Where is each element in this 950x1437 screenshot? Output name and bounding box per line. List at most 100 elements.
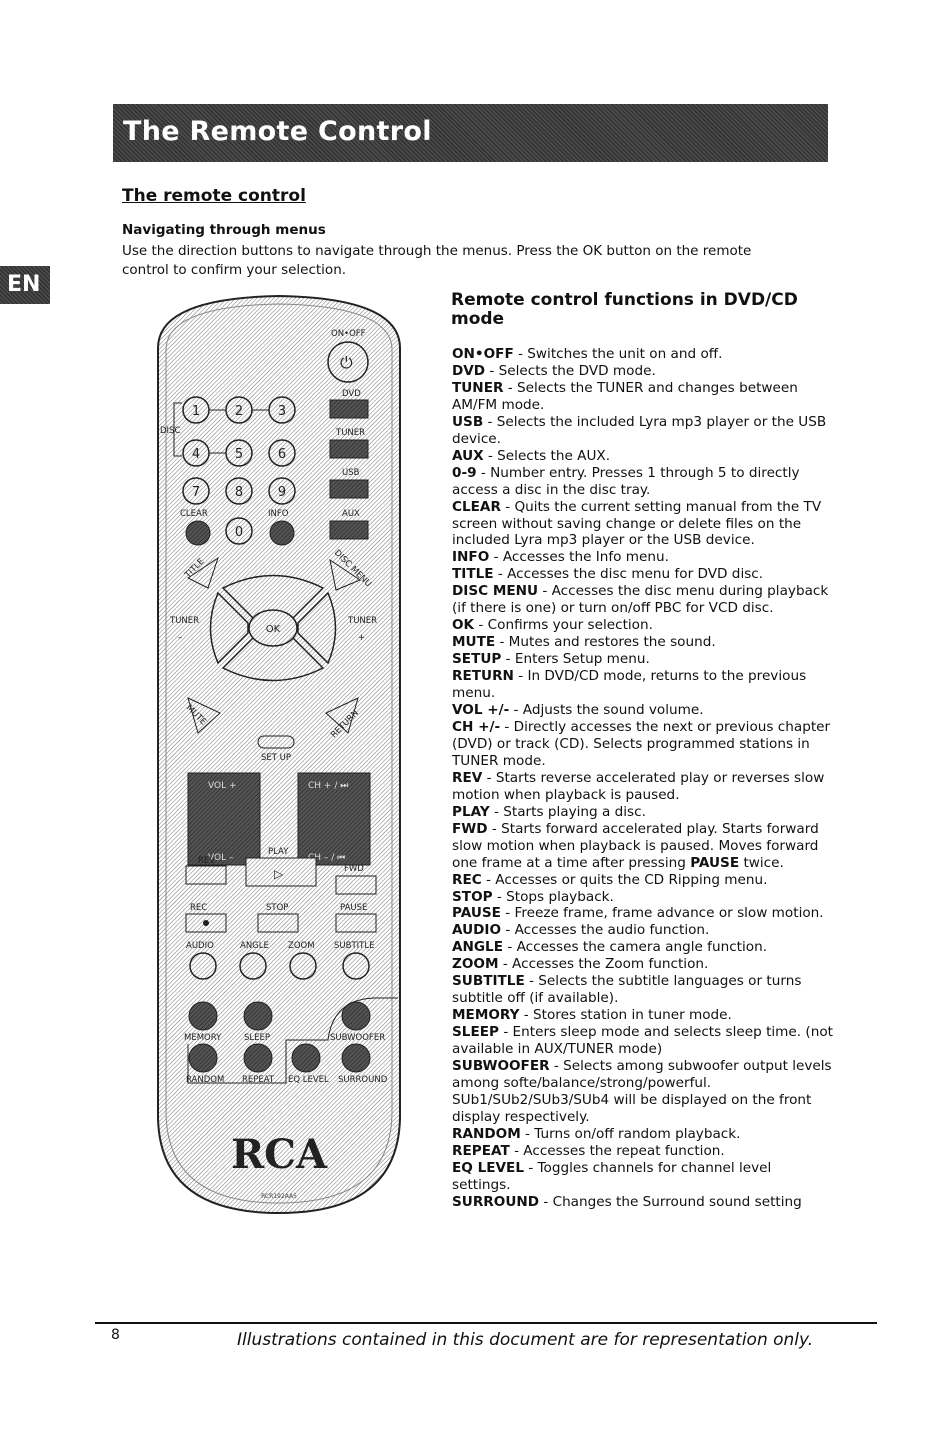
surround-button <box>341 1043 371 1073</box>
fwd-button <box>335 875 377 895</box>
label-rec: REC <box>190 903 207 913</box>
function-key: REV <box>452 769 483 786</box>
audio-button <box>189 952 217 980</box>
key-0: 0 <box>235 525 243 540</box>
function-desc: - Enters Setup menu. <box>501 651 650 668</box>
functions-list: ON•OFF - Switches the unit on and off.DV… <box>452 346 834 1211</box>
function-item: AUX - Selects the AUX. <box>452 448 834 465</box>
label-tuner: TUNER <box>335 428 365 438</box>
page-number: 8 <box>111 1327 120 1343</box>
function-key: AUDIO <box>452 922 502 939</box>
tuner-button <box>329 439 369 459</box>
label-ch-plus: CH + / ⏭ <box>308 781 348 791</box>
mute-button <box>187 697 221 734</box>
function-key: DISC MENU <box>452 583 539 600</box>
ok-label: OK <box>266 624 281 635</box>
function-key: STOP <box>452 888 493 905</box>
function-key: SUBWOOFER <box>452 1058 550 1075</box>
function-key: TUNER <box>452 379 504 396</box>
brand-logo: RCA <box>231 1131 328 1178</box>
subtitle-button <box>342 952 370 980</box>
function-item: VOL +/- - Adjusts the sound volume. <box>452 702 834 719</box>
function-desc: - Accesses the disc menu for DVD disc. <box>493 566 764 583</box>
label-audio: AUDIO <box>186 941 214 951</box>
function-desc: twice. <box>739 854 784 871</box>
language-label: EN <box>7 272 41 297</box>
label-eq-level: EQ LEVEL <box>288 1075 329 1085</box>
function-key: RANDOM <box>452 1125 521 1142</box>
function-item: PAUSE - Freeze frame, frame advance or s… <box>452 905 834 922</box>
function-item: ON•OFF - Switches the unit on and off. <box>452 346 834 363</box>
label-subtitle: SUBTITLE <box>334 941 374 951</box>
function-desc: - Accesses the camera angle function. <box>503 939 768 956</box>
function-desc: - Selects the AUX. <box>483 447 611 464</box>
key-9: 9 <box>278 485 286 500</box>
function-desc: - Stores station in tuner mode. <box>519 1007 732 1024</box>
function-key: 0-9 <box>452 464 477 481</box>
function-item: REC - Accesses or quits the CD Ripping m… <box>452 872 834 889</box>
channel-rocker <box>297 772 371 866</box>
function-desc: - Selects the TUNER and changes between … <box>452 379 798 413</box>
function-desc: - Accesses or quits the CD Ripping menu. <box>481 871 768 888</box>
function-desc: - In DVD/CD mode, returns to the previou… <box>452 668 807 702</box>
key-3: 3 <box>278 404 286 419</box>
sleep-button <box>243 1001 273 1031</box>
label-stop: STOP <box>266 903 288 913</box>
function-desc: - Selects the DVD mode. <box>485 362 656 379</box>
function-key: SETUP <box>452 651 502 668</box>
label-info: INFO <box>268 509 289 519</box>
function-key: REPEAT <box>452 1142 510 1159</box>
function-item: SUBWOOFER - Selects among subwoofer outp… <box>452 1058 834 1126</box>
function-key: ON•OFF <box>452 346 514 362</box>
function-key: ZOOM <box>452 956 499 973</box>
key-6: 6 <box>278 447 286 462</box>
function-desc: - Selects among subwoofer output levels … <box>452 1058 832 1125</box>
function-desc: - Number entry. Presses 1 through 5 to d… <box>452 464 800 498</box>
function-item: SURROUND - Changes the Surround sound se… <box>452 1194 834 1211</box>
function-desc: - Starts playing a disc. <box>489 803 646 820</box>
function-key: PAUSE <box>690 854 740 871</box>
function-desc: - Enters sleep mode and selects sleep ti… <box>452 1024 833 1058</box>
function-item: CH +/- - Directly accesses the next or p… <box>452 719 834 770</box>
function-key: VOL +/- <box>452 702 510 719</box>
number-pad <box>182 396 296 545</box>
function-desc: - Accesses the disc menu during playback… <box>452 583 829 617</box>
function-item: DISC MENU - Accesses the disc menu durin… <box>452 583 834 617</box>
function-desc: - Mutes and restores the sound. <box>495 634 716 651</box>
function-key: ANGLE <box>452 939 504 956</box>
function-desc: - Quits the current setting manual from … <box>452 498 822 549</box>
random-button <box>188 1043 218 1073</box>
function-item: MUTE - Mutes and restores the sound. <box>452 634 834 651</box>
key-8: 8 <box>235 485 243 500</box>
rev-button <box>185 865 227 885</box>
key-7: 7 <box>192 485 200 500</box>
function-desc: - Toggles channels for channel level set… <box>452 1159 772 1193</box>
function-key: CLEAR <box>452 498 501 515</box>
function-desc: - Accesses the repeat function. <box>509 1142 725 1159</box>
pause-button <box>335 913 377 933</box>
zoom-button <box>289 952 317 980</box>
function-item: SETUP - Enters Setup menu. <box>452 651 834 668</box>
power-icon: ⏻ <box>340 353 353 372</box>
function-item: SUBTITLE - Selects the subtitle language… <box>452 973 834 1007</box>
label-on-off: ON•OFF <box>331 329 366 339</box>
function-desc: - Freeze frame, frame advance or slow mo… <box>500 905 824 922</box>
label-repeat: REPEAT <box>242 1075 275 1085</box>
power-button <box>327 341 369 383</box>
language-tab: EN <box>0 266 50 304</box>
function-key: PLAY <box>452 803 490 820</box>
function-key: SUBTITLE <box>452 973 525 990</box>
function-item: REPEAT - Accesses the repeat function. <box>452 1143 834 1160</box>
label-clear: CLEAR <box>180 509 208 519</box>
play-button <box>245 857 317 887</box>
label-subwoofer: SUBWOOFER <box>330 1033 385 1043</box>
label-minus: – <box>178 633 182 643</box>
play-icon: ▷ <box>274 867 284 881</box>
label-pause: PAUSE <box>340 903 367 913</box>
function-key: REC <box>452 871 482 888</box>
function-item: FWD - Starts forward accelerated play. S… <box>452 821 834 872</box>
function-desc: - Stops playback. <box>492 888 614 905</box>
function-key: MEMORY <box>452 1007 520 1024</box>
function-desc: - Switches the unit on and off. <box>513 346 723 362</box>
function-item: MEMORY - Stores station in tuner mode. <box>452 1007 834 1024</box>
